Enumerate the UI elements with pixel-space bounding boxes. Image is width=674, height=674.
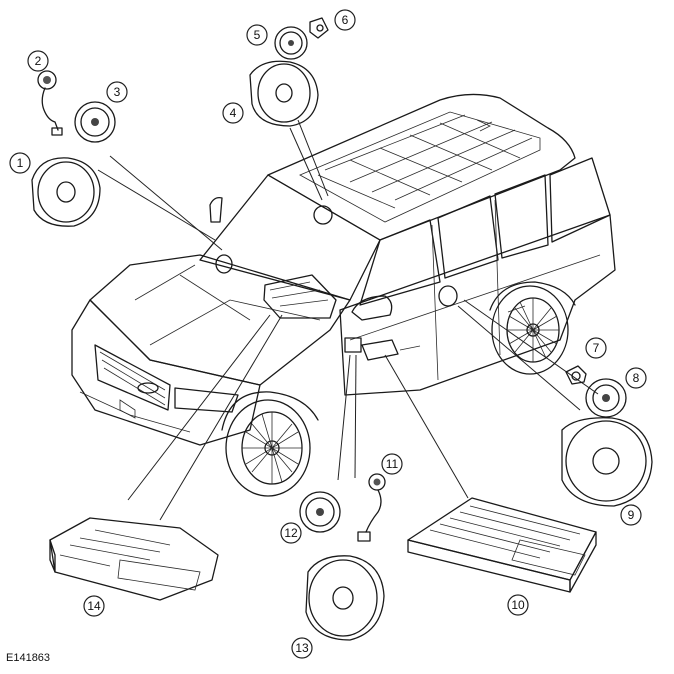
callout-2: 2 [27, 50, 49, 72]
callout-6-label: 6 [342, 13, 349, 27]
callout-10: 10 [507, 594, 529, 616]
callout-4-label: 4 [230, 106, 237, 120]
callout-14: 14 [83, 595, 105, 617]
callout-11-label: 11 [386, 457, 399, 471]
callout-9: 9 [620, 504, 642, 526]
callout-1-label: 1 [17, 156, 24, 170]
callout-7-label: 7 [593, 341, 600, 355]
callout-8: 8 [625, 367, 647, 389]
speaker-4 [249, 60, 319, 127]
speaker-5 [274, 26, 308, 60]
callout-10-label: 10 [511, 598, 525, 612]
leader-lines [97, 119, 599, 521]
callout-6: 6 [334, 9, 356, 31]
callout-7: 7 [585, 337, 607, 359]
callout-11: 11 [381, 453, 403, 475]
callout-2-label: 2 [35, 54, 42, 68]
callout-1: 1 [9, 152, 31, 174]
amplifier-10 [407, 497, 597, 593]
door-speaker-1 [31, 157, 101, 227]
speaker-13 [305, 555, 385, 641]
audio-module-14 [49, 517, 219, 601]
callout-8-label: 8 [633, 371, 640, 385]
tweeter-11 [357, 473, 386, 542]
callout-14-label: 14 [87, 599, 101, 613]
tweeter-7 [565, 365, 587, 385]
callout-13-label: 13 [295, 641, 309, 655]
connector-6 [309, 17, 329, 39]
callout-9-label: 9 [628, 508, 635, 522]
speaker-8 [585, 378, 627, 418]
vehicle-illustration [71, 93, 616, 497]
callout-5-label: 5 [254, 28, 261, 42]
callout-5: 5 [246, 24, 268, 46]
figure-reference: E141863 [6, 652, 51, 664]
callout-13: 13 [291, 637, 313, 659]
speaker-9 [561, 417, 653, 507]
callout-12-label: 12 [284, 526, 298, 540]
callout-4: 4 [222, 102, 244, 124]
tweeter-2 [37, 70, 63, 136]
callout-12: 12 [280, 522, 302, 544]
callout-3-label: 3 [114, 85, 121, 99]
speaker-12 [299, 491, 341, 533]
callout-3: 3 [106, 81, 128, 103]
midrange-speaker-3 [74, 101, 116, 143]
